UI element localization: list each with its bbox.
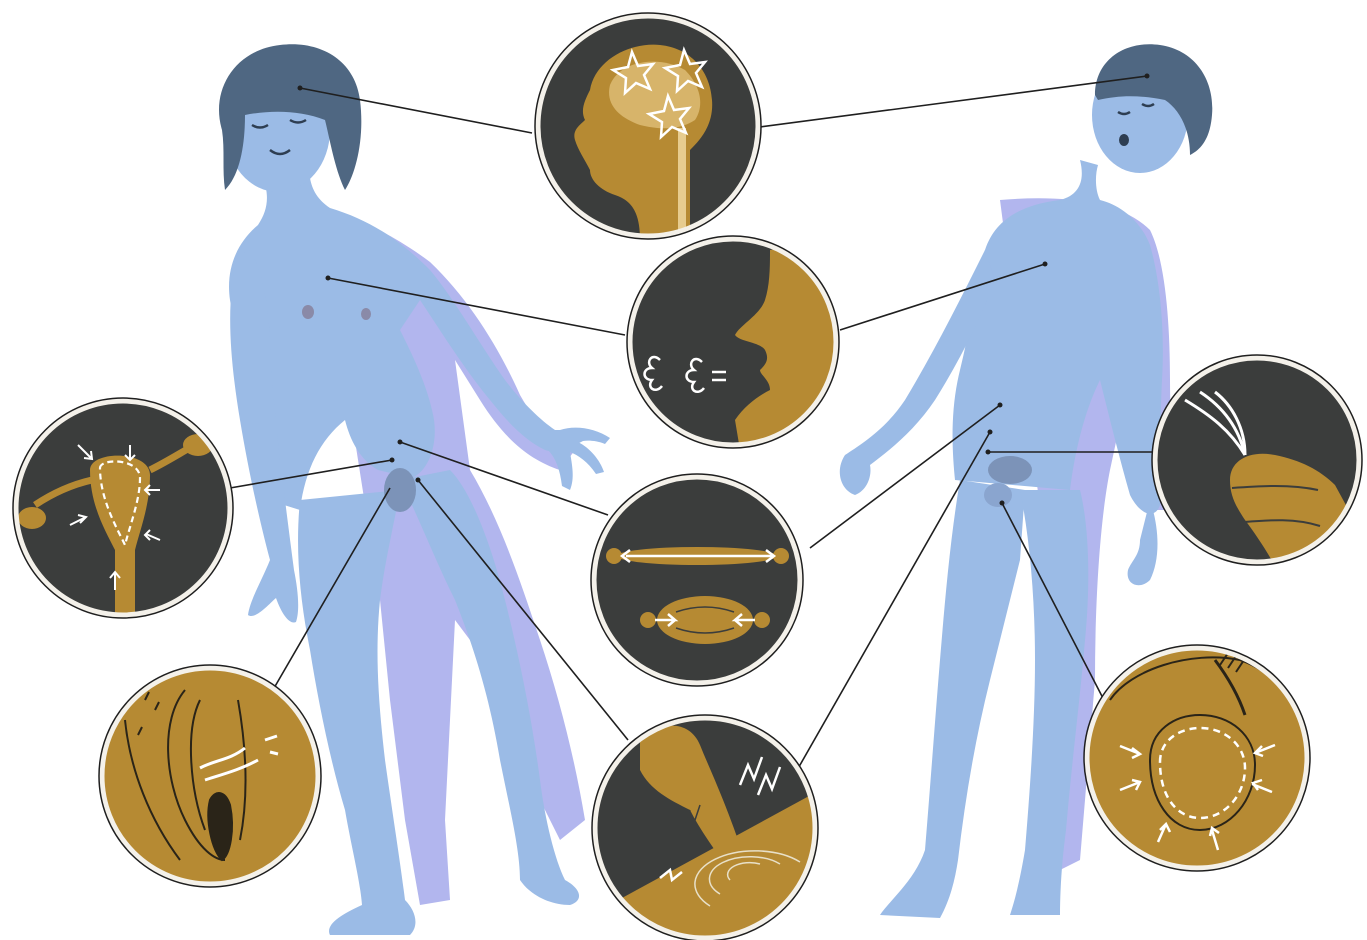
inset-testicles: [1084, 645, 1310, 871]
inset-touch: [592, 715, 820, 940]
inset-brain: [535, 13, 761, 240]
male-head: [1092, 44, 1212, 173]
female-head: [219, 44, 361, 192]
inset-uterus: [13, 398, 233, 620]
inset-vulva: [99, 665, 321, 887]
inset-breath: [627, 236, 850, 450]
inset-muscle: [591, 474, 803, 686]
inset-ejaculation: [1152, 355, 1365, 600]
